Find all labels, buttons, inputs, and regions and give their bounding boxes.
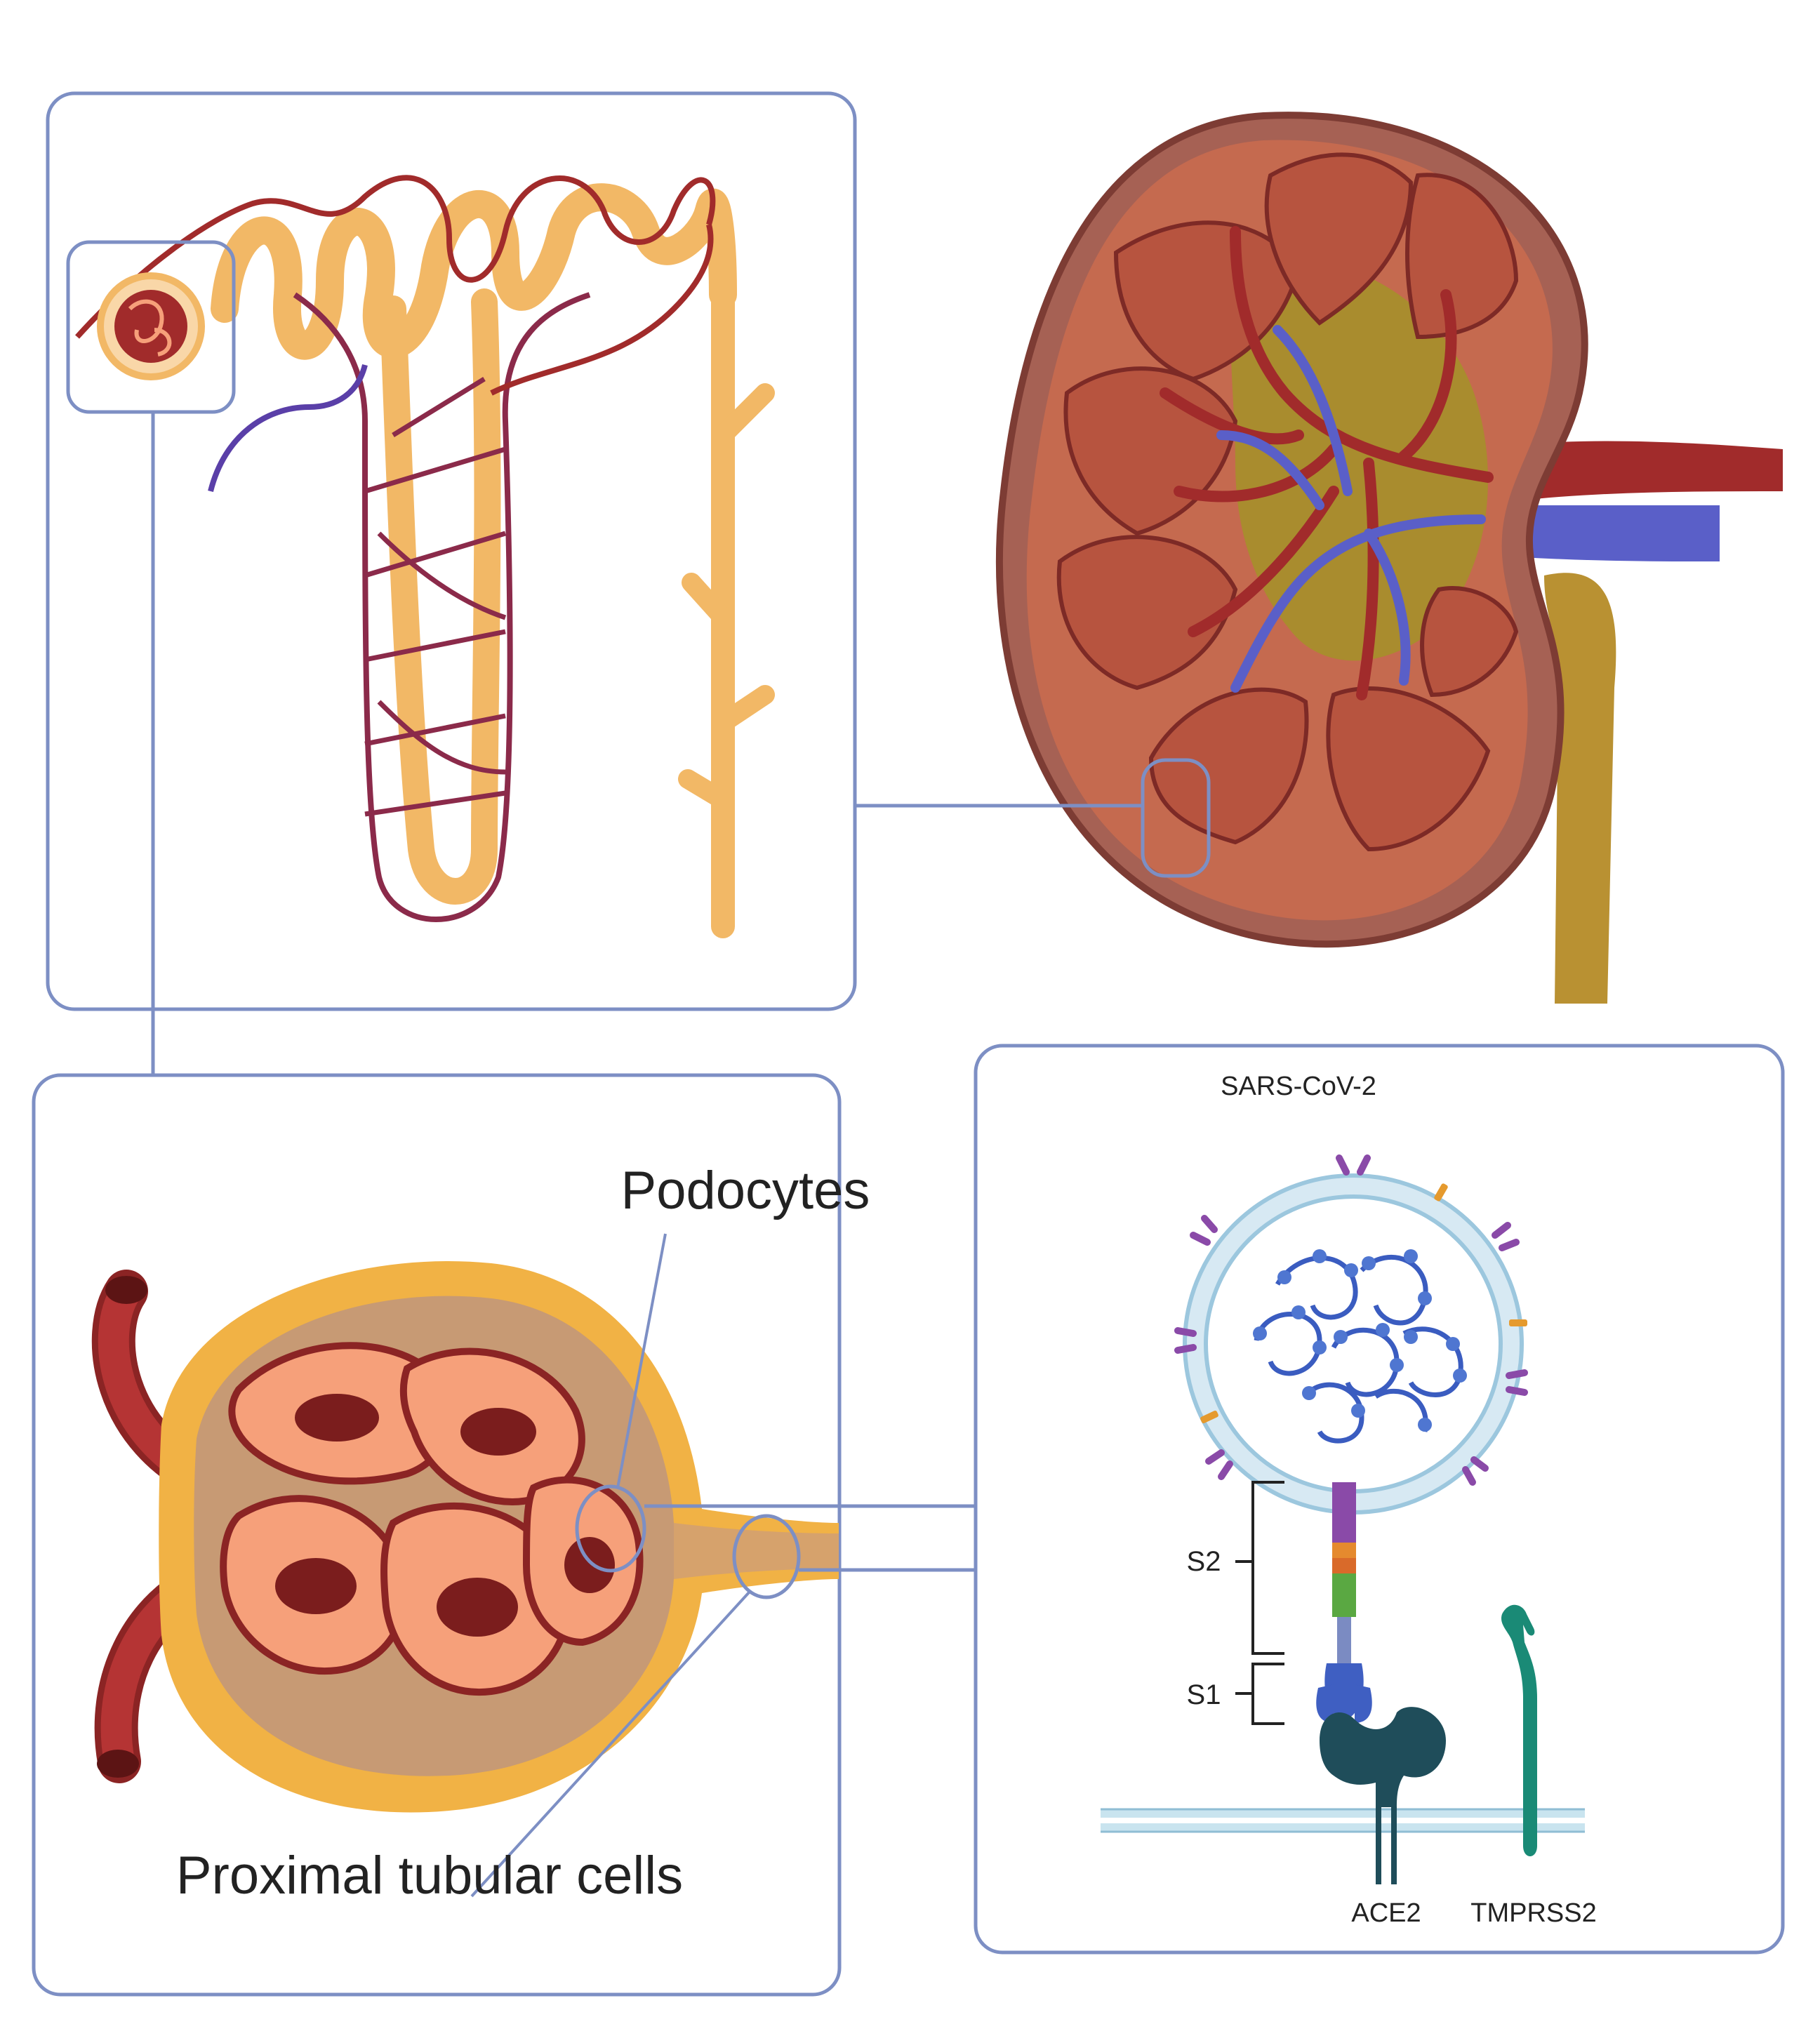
virus-particle — [1174, 1154, 1528, 1515]
tmprss2-label: TMPRSS2 — [1470, 1898, 1596, 1928]
podocyte-inset — [575, 1484, 646, 1573]
glomerulus-inset — [66, 240, 236, 414]
spike-protein — [1316, 1482, 1372, 1723]
podocytes-label: Podocytes — [621, 1161, 870, 1220]
s1-label: S1 — [1187, 1679, 1221, 1710]
ace2-label: ACE2 — [1351, 1898, 1421, 1928]
kidney-illustration — [995, 112, 1783, 1004]
ace2-receptor — [1320, 1707, 1446, 1884]
tmprss2-protease — [1501, 1604, 1537, 1856]
glomerulus-illustration — [91, 1260, 839, 1813]
virus-label: SARS-CoV-2 — [1221, 1072, 1376, 1101]
subunit-brackets — [1235, 1481, 1284, 1725]
tubular-leader — [470, 1590, 751, 1898]
cortex-inset — [1141, 758, 1211, 878]
proximal-tubular-cells-label: Proximal tubular cells — [176, 1846, 683, 1905]
cell-membrane — [1101, 1808, 1585, 1833]
nephron-illustration — [75, 175, 775, 938]
tubular-inset — [732, 1514, 801, 1599]
s2-label: S2 — [1187, 1546, 1221, 1577]
podocyte-leader — [616, 1233, 667, 1489]
